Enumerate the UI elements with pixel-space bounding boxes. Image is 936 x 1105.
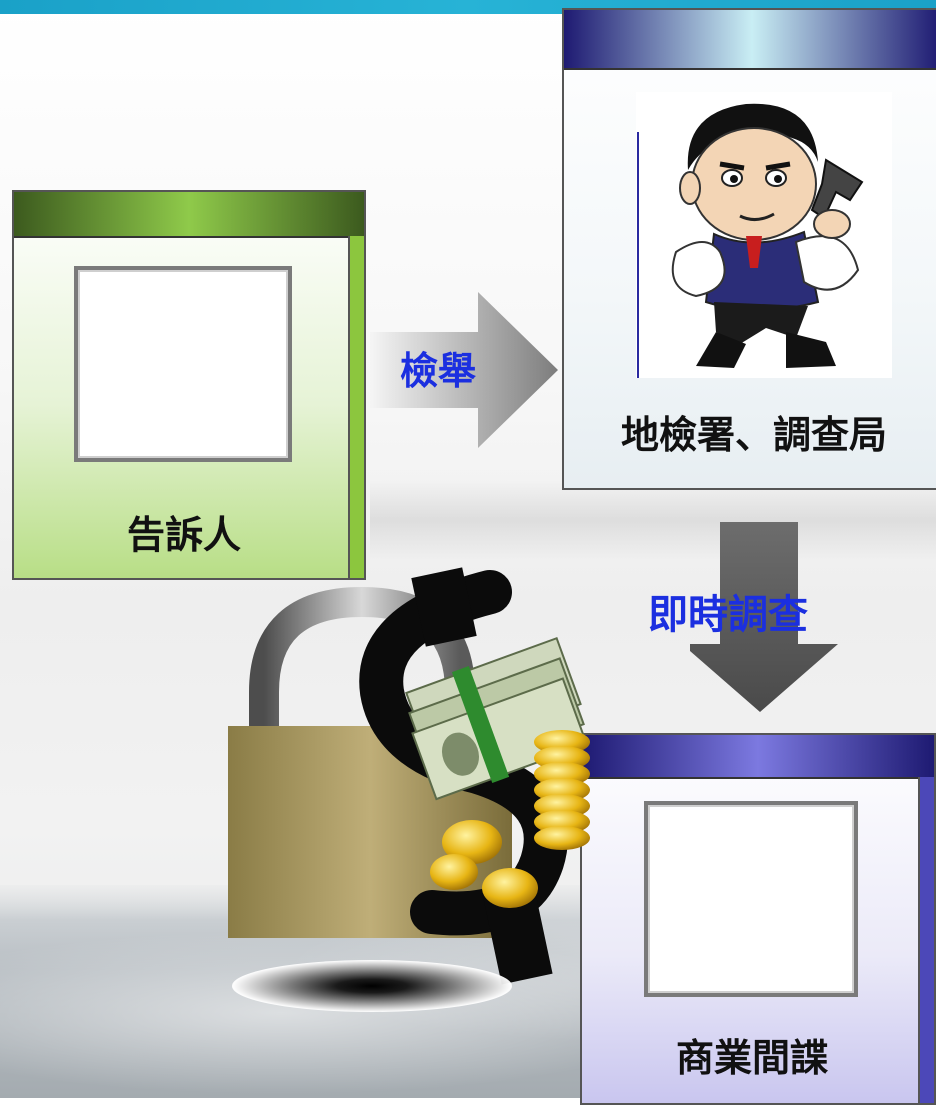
report-label: 檢舉 — [400, 349, 477, 393]
complainant-card-sidebar — [348, 236, 364, 578]
spy-label: 商業間諜 — [675, 1036, 828, 1080]
report-arrow — [370, 292, 558, 448]
floor-shadow — [232, 960, 512, 1012]
complainant-photo-frame — [74, 266, 292, 462]
investigate-arrow — [690, 522, 838, 712]
investigate-label: 即時調查 — [648, 592, 808, 638]
prosecutor-label: 地檢署、調查局 — [620, 413, 887, 457]
background-band — [370, 480, 936, 560]
prosecutor-card: 地檢署、調查局 — [562, 8, 936, 490]
cartoon-investigator-icon — [636, 92, 892, 378]
spy-photo-frame — [644, 801, 858, 997]
complainant-card-header — [14, 192, 364, 238]
complainant-card: 告訴人 — [12, 190, 366, 580]
spy-card-sidebar — [918, 777, 934, 1103]
padlock-money-icon — [228, 567, 590, 985]
complainant-label: 告訴人 — [126, 513, 241, 557]
spy-card: 商業間諜 — [580, 733, 936, 1105]
spy-card-header — [582, 735, 934, 779]
prosecutor-card-header — [564, 10, 936, 70]
